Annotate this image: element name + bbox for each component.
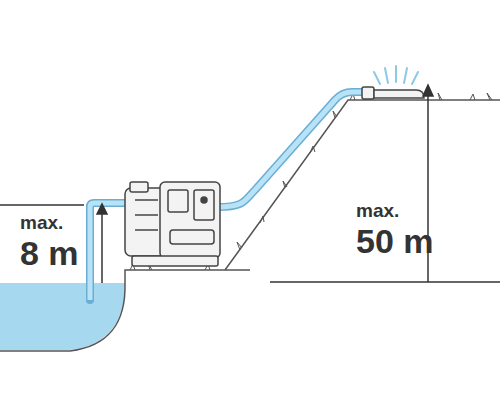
pressure-hose [218,92,362,207]
hill-slope [225,100,500,270]
pump [125,182,220,266]
shore-line [0,283,125,351]
ground-line [125,270,250,283]
dimension-value: 50 m [356,224,434,258]
dimension-prefix: max. [356,201,399,220]
suction-pipe [90,203,125,300]
grass [130,93,492,270]
pressure-hose-inner [218,92,362,207]
water-body [0,283,125,350]
dimension-50m [270,85,500,282]
dimension-8m [0,204,107,283]
dimension-value: 8 m [20,236,79,270]
dimension-prefix: max. [20,213,63,232]
sprinkler [362,66,424,99]
suction-pipe-inner [90,203,125,300]
